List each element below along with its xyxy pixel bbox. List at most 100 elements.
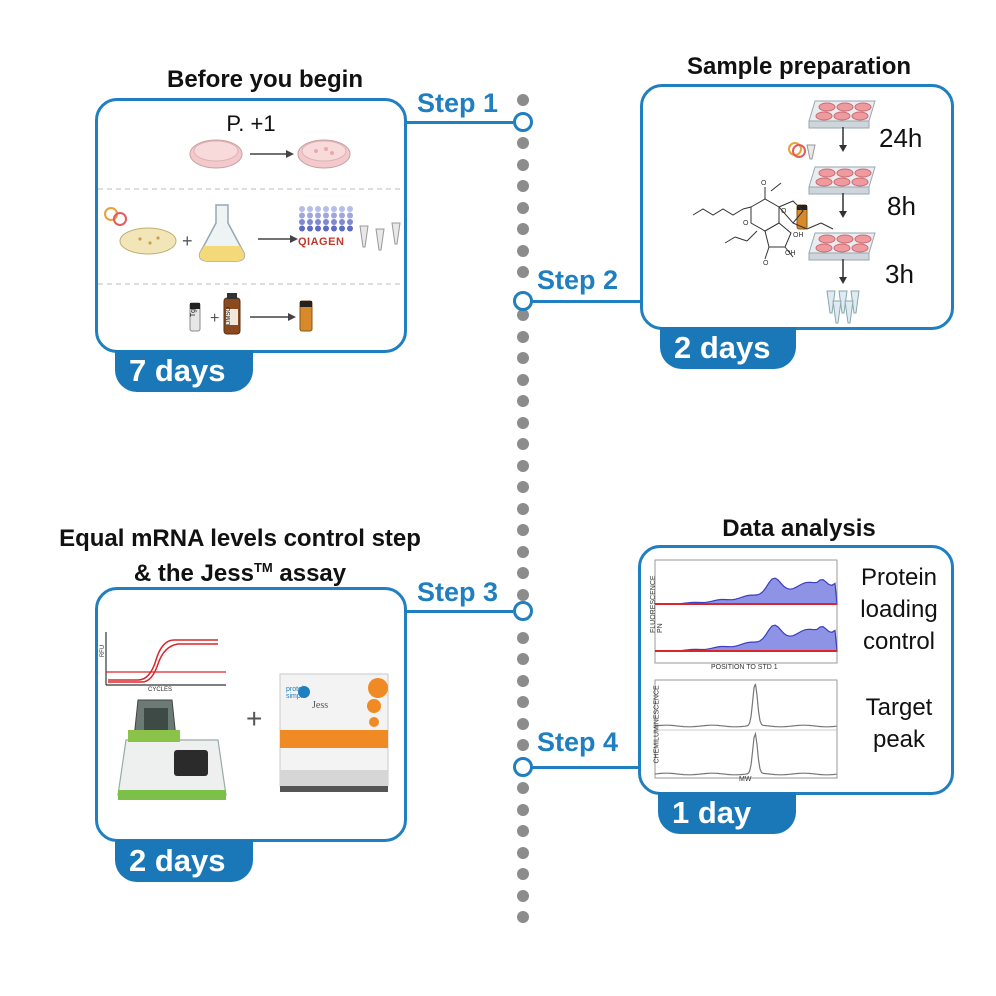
- timeline-dot: [517, 352, 529, 364]
- timeline-dot: [517, 266, 529, 278]
- qiagen-label: QIAGEN: [298, 236, 345, 248]
- timeline-dot: [517, 588, 529, 601]
- step2-title: Sample preparation: [686, 53, 912, 80]
- timeline-dot: [517, 180, 529, 192]
- annotation-protein-loading: Protein loading control: [860, 564, 938, 655]
- timeline-dot: [517, 395, 529, 407]
- annotation-target-peak: Target peak: [865, 694, 933, 753]
- step4-connector: [530, 766, 638, 769]
- timeline-dot: [517, 696, 529, 708]
- step4-title: Data analysis: [722, 515, 876, 542]
- timeline-dot: [517, 911, 529, 923]
- plot2-ylabel: CHEMILUMINESCENCE: [653, 685, 661, 764]
- passage-label: P. +1: [226, 111, 276, 136]
- qiagen-kit-icon: QIAGEN: [298, 205, 354, 248]
- jess-name: Jess: [312, 700, 329, 711]
- timeline-dot: [517, 846, 529, 859]
- target-peak-2: [654, 731, 837, 776]
- timeline-dot: [517, 717, 529, 730]
- timeline-dot: [517, 502, 529, 515]
- step3-duration: 2 days: [115, 840, 253, 882]
- svg-text:OH: OH: [793, 232, 804, 239]
- svg-text:+: +: [210, 310, 219, 327]
- step1-title: Before you begin: [166, 66, 364, 93]
- timeline-dot: [517, 416, 529, 429]
- agar-plate-icon: [119, 227, 177, 255]
- timeline-dot: [517, 739, 529, 751]
- amplification-curve: [108, 643, 218, 683]
- step1-panel: P. +1 + +: [95, 98, 407, 353]
- timeline-dot: [517, 524, 529, 536]
- time-8h: 8h: [887, 191, 916, 221]
- jess-brand: protein simple: [286, 686, 308, 700]
- step4-duration: 1 day: [658, 792, 796, 834]
- timeline-dot: [517, 223, 529, 235]
- step1-node: [513, 112, 533, 132]
- plot2-xlabel: MW: [739, 776, 752, 783]
- step4-node: [513, 757, 533, 777]
- step2-connector: [530, 300, 640, 303]
- timeline-dot: [517, 631, 529, 644]
- timeline-dot: [517, 309, 529, 321]
- step4-panel: FLUORESCENCE PN POSITION TO STD 1 CHEMIL…: [638, 545, 954, 795]
- step2-duration: 2 days: [660, 327, 796, 369]
- step3-connector: [407, 610, 513, 613]
- timeline-dot: [517, 438, 529, 450]
- step1-illustration: + +: [98, 139, 404, 335]
- timeline-dot: [517, 459, 529, 472]
- jess-instrument-icon: [279, 673, 389, 792]
- timeline-dot: [517, 137, 529, 149]
- step1-duration: 7 days: [115, 350, 253, 392]
- step3-title-line2: & the JessTM assay: [133, 560, 347, 587]
- dmso-label: DMSO: [226, 307, 232, 325]
- timeline-dot: [517, 330, 529, 343]
- timeline-dot: [517, 567, 529, 579]
- step1-label: Step 1: [417, 88, 499, 118]
- svg-text:O: O: [781, 208, 787, 215]
- sample-tubes-icon: [826, 290, 860, 324]
- timeline-dot: [517, 244, 529, 257]
- svg-text:O: O: [761, 180, 767, 187]
- step3-label: Step 3: [417, 577, 499, 607]
- plus-sign: +: [246, 703, 262, 734]
- step3-title: Equal mRNA levels control step & the Jes…: [20, 524, 460, 588]
- step2-label: Step 2: [537, 265, 619, 295]
- tubes-icon: [359, 222, 401, 251]
- timeline-dot: [517, 803, 529, 816]
- timeline-dot: [517, 782, 529, 794]
- time-24h: 24h: [879, 123, 923, 153]
- qpcr-ylabel: RFU: [100, 644, 107, 658]
- timeline-dot: [517, 481, 529, 493]
- timeline-dot: [517, 94, 529, 106]
- step4-plots: [654, 559, 838, 779]
- timeline-dot: [517, 889, 529, 902]
- tg-label: Tg: [190, 309, 197, 318]
- timeline-dot: [517, 868, 529, 880]
- timeline-dot: [517, 674, 529, 687]
- timeline-dot: [517, 825, 529, 837]
- thapsigargin-structure-icon: [692, 182, 834, 260]
- timeline-dot: [517, 158, 529, 171]
- step1-connector: [407, 121, 513, 124]
- svg-text:O: O: [743, 220, 749, 227]
- svg-text:O: O: [763, 260, 769, 267]
- step3-title-line1: Equal mRNA levels control step: [59, 525, 421, 552]
- amplification-curve: [108, 639, 218, 681]
- plus-sign: +: [182, 231, 193, 251]
- plot1-ylabel: FLUORESCENCE PN: [650, 575, 664, 633]
- thermocycler-icon: [117, 699, 227, 800]
- timeline-dot: [517, 201, 529, 214]
- timeline-dot: [517, 545, 529, 558]
- step2-node: [513, 291, 533, 311]
- step3-panel: + CYCLES RFU protein simple Jess: [95, 587, 407, 842]
- timeline-dot: [517, 373, 529, 386]
- step4-label: Step 4: [537, 727, 619, 757]
- step3-illustration: +: [105, 632, 389, 800]
- qpcr-xlabel: CYCLES: [148, 687, 173, 693]
- timeline-dot: [517, 653, 529, 665]
- step3-node: [513, 601, 533, 621]
- time-3h: 3h: [885, 259, 914, 289]
- plasmid-icon: [113, 212, 127, 226]
